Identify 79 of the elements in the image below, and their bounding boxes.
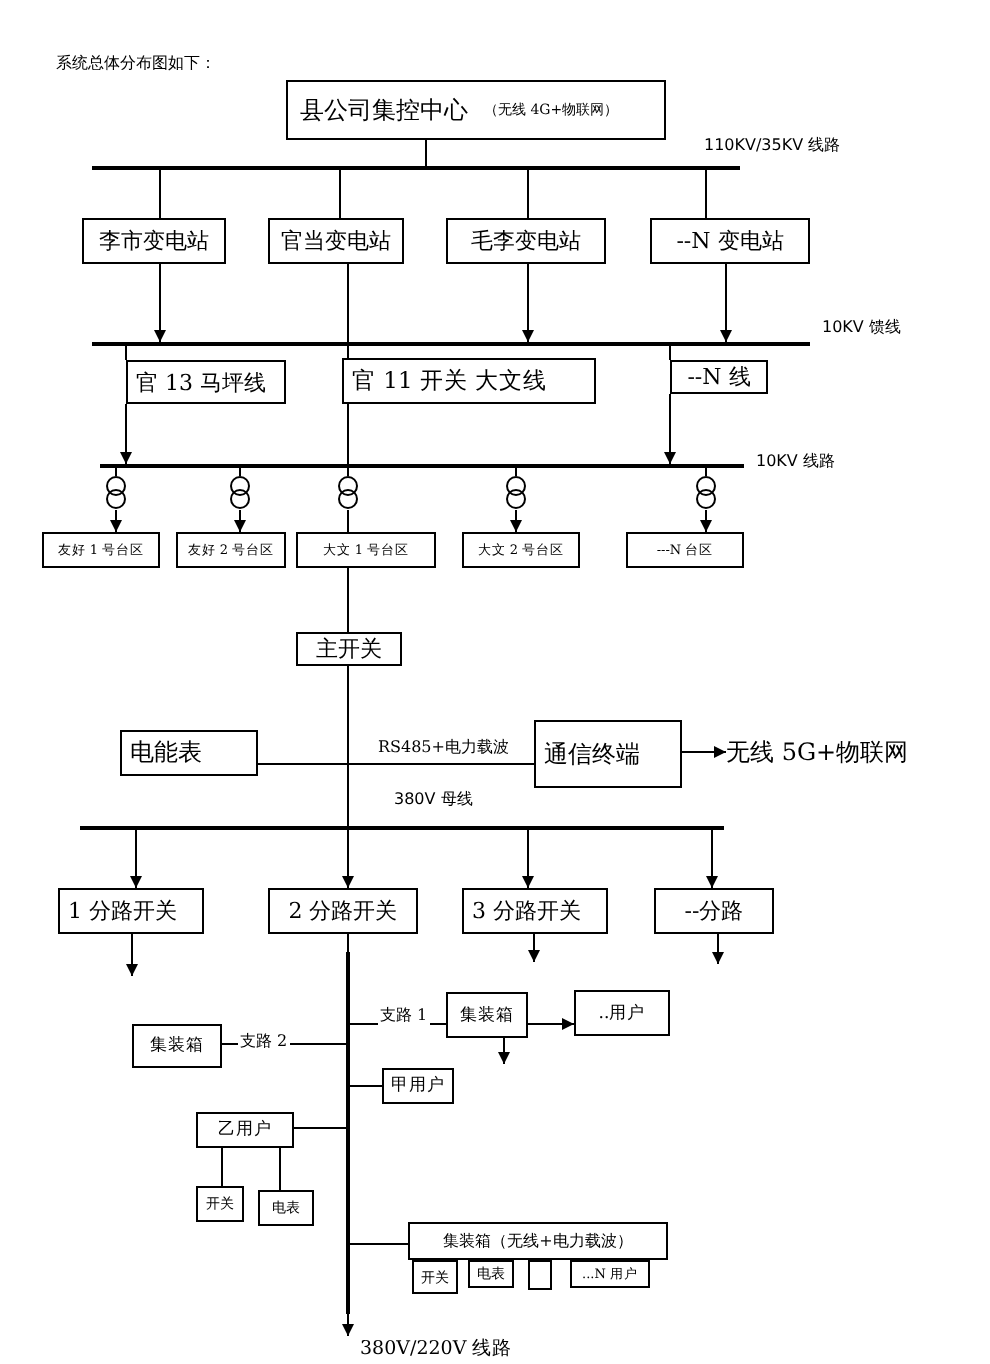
- arrow: [681, 746, 727, 758]
- substation-box: 毛李变电站: [446, 218, 606, 264]
- substation-box: 官当变电站: [268, 218, 404, 264]
- control-center-box: [286, 80, 666, 140]
- arrow: [130, 828, 142, 889]
- connector-line: [527, 168, 529, 219]
- connector-line: [347, 509, 349, 533]
- arrow: [527, 1018, 575, 1030]
- arrow: [700, 509, 712, 533]
- arrow: [342, 828, 354, 889]
- edge-label: RS485+电力载波: [376, 736, 511, 758]
- connector-line: [347, 344, 349, 359]
- arrow: [342, 1313, 354, 1337]
- connector-line: [279, 1147, 281, 1191]
- connector-line: [348, 1243, 409, 1245]
- transformer-symbol: [336, 476, 360, 510]
- branch-switch-box: 3 分路开关: [462, 888, 608, 934]
- transformer-symbol: [228, 476, 252, 510]
- feeder-box: --N 线: [670, 360, 768, 394]
- connector-line: [705, 168, 707, 219]
- connector-line: [347, 933, 349, 953]
- arrow: [706, 828, 718, 889]
- connector-line: [339, 168, 341, 219]
- connector-line: [425, 139, 427, 167]
- empty-box: [528, 1260, 552, 1290]
- arrow: [110, 509, 122, 533]
- substation-box: --N 变电站: [650, 218, 810, 264]
- bus-label: 380V 母线: [394, 788, 473, 810]
- connector-line: [257, 763, 535, 765]
- arrow: [522, 263, 534, 343]
- trunk-line: [346, 952, 350, 1314]
- bus-label: 10KV 线路: [756, 450, 835, 472]
- arrow: [498, 1037, 510, 1065]
- transformer-symbol: [104, 476, 128, 510]
- main-switch-box: 主开关: [296, 632, 402, 666]
- arrow: [522, 828, 534, 889]
- arrow: [126, 933, 138, 977]
- feeder-box: 官 13 马坪线: [126, 360, 286, 404]
- branch-switch-box: --分路: [654, 888, 774, 934]
- connector-line: [221, 1147, 223, 1187]
- meter-box: 电能表: [120, 730, 258, 776]
- branch-switch-box: 2 分路开关: [268, 888, 418, 934]
- terminal-box: 通信终端: [534, 720, 682, 788]
- box-cabinet: 集装箱: [446, 992, 528, 1038]
- arrow: [712, 933, 724, 965]
- edge-label: 支路 1: [378, 1004, 430, 1026]
- user-box: 乙用户: [196, 1112, 294, 1148]
- arrow: [720, 263, 732, 343]
- connector-line: [669, 344, 671, 361]
- feeder-box: 官 11 开关 大文线: [342, 358, 596, 404]
- branch-switch-box: 1 分路开关: [58, 888, 204, 934]
- line-voltage-text: 380V/220V 线路: [344, 1336, 524, 1364]
- bus-label: 10KV 馈线: [822, 316, 901, 338]
- arrow: [154, 263, 166, 343]
- transformer-symbol: [504, 476, 528, 510]
- connector-line: [125, 344, 127, 361]
- network-text: 无线 5G+物联网: [726, 736, 906, 768]
- box-cabinet: 集装箱（无线+电力载波）: [408, 1222, 668, 1260]
- connector-line: [293, 1127, 348, 1129]
- title-text: 系统总体分布图如下：: [56, 52, 216, 74]
- arrow: [528, 933, 540, 963]
- connector-line: [347, 567, 349, 633]
- arrow: [120, 403, 132, 465]
- user-box: 甲用户: [382, 1068, 454, 1104]
- substation-box: 李市变电站: [82, 218, 226, 264]
- edge-label: 支路 2: [238, 1030, 290, 1052]
- connector-line: [159, 168, 161, 219]
- transformer-symbol: [694, 476, 718, 510]
- connector-line: [347, 403, 349, 465]
- arrow: [510, 509, 522, 533]
- connector-line: [347, 665, 349, 827]
- box-cabinet: 集装箱: [132, 1024, 222, 1068]
- arrow: [234, 509, 246, 533]
- center-name: 县公司集控中心: [300, 93, 468, 127]
- connector-line: [348, 1085, 383, 1087]
- connector-line: [347, 263, 349, 343]
- bus-label: 110KV/35KV 线路: [704, 134, 841, 156]
- user-box: ..用户: [574, 990, 670, 1036]
- arrow: [664, 393, 676, 465]
